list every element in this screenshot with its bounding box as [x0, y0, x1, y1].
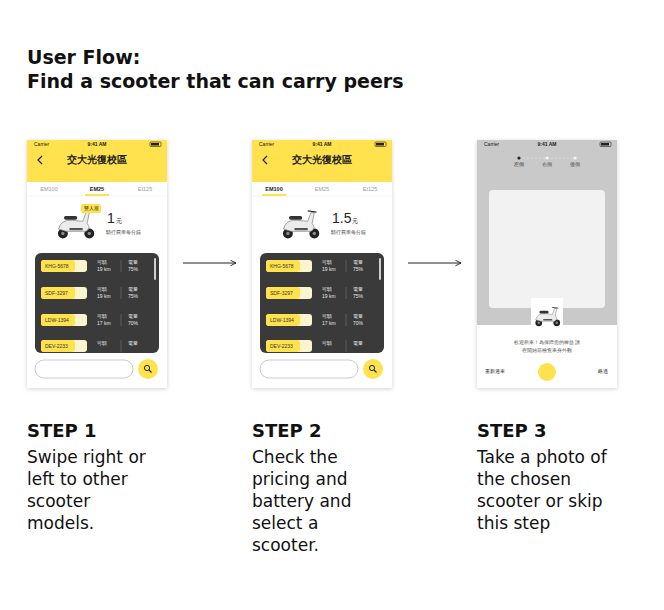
- model-tab: EI125: [105, 186, 185, 192]
- battery-value: 75%: [128, 267, 138, 273]
- plate-number: SDF-3297: [45, 291, 68, 297]
- reselect-button: 重新選車: [485, 369, 505, 375]
- battery-value: 75%: [128, 294, 138, 300]
- range-value: 19 km: [322, 267, 336, 273]
- subtitle: Find a scooter that can carry peers: [27, 70, 627, 93]
- range-label: 可騎: [97, 287, 107, 293]
- price-value: 1.5: [332, 210, 351, 226]
- phone-screen: Carrier 9:41 AM 左側 右側 後側歡迎租車！為保障您的權益 請在開始前檢查…: [477, 140, 617, 388]
- range-value: 17 km: [322, 321, 336, 327]
- range-value: 19 km: [97, 294, 111, 300]
- range-label: 可騎: [322, 341, 332, 347]
- status-time: 9:41 AM: [282, 142, 362, 148]
- step-description: Check the pricing and battery and select…: [252, 446, 384, 556]
- range-label: 可騎: [322, 314, 332, 320]
- step-description: Take a photo of the chosen scooter or sk…: [477, 446, 609, 534]
- range-label: 可騎: [322, 260, 332, 266]
- status-time: 9:41 AM: [507, 142, 587, 148]
- phone-screen: Carrier9:41 AM交大光復校區EM100EM25EI1251.5元騎行…: [252, 140, 392, 388]
- diagram-title: User Flow:: [27, 46, 140, 68]
- status-carrier: Carrier: [259, 142, 274, 148]
- step-heading: STEP 2: [252, 420, 392, 442]
- battery-value: 75%: [353, 267, 363, 273]
- instruction-text: 歡迎租車！為保障您的權益 請在開始前檢查車身外觀: [513, 339, 581, 354]
- step-dot-label: 後側: [565, 162, 585, 167]
- skip-button: 略過: [598, 369, 608, 375]
- battery-value: 70%: [128, 321, 138, 327]
- model-tab: EM100: [234, 186, 314, 192]
- price-note: 騎行費率每分鐘: [331, 230, 366, 236]
- battery-label: 電量: [353, 260, 363, 266]
- screen-title: 交大光復校區: [57, 154, 137, 166]
- battery-label: 電量: [353, 341, 363, 347]
- range-label: 可騎: [97, 260, 107, 266]
- model-tab: EM100: [9, 186, 89, 192]
- flow-arrow: [183, 263, 236, 264]
- step-heading: STEP 1: [27, 420, 167, 442]
- battery-value: 70%: [353, 321, 363, 327]
- step-heading: STEP 3: [477, 420, 617, 442]
- step-description: Swipe right or left to other scooter mod…: [27, 446, 159, 534]
- model-tab: EM25: [57, 186, 137, 192]
- price-unit: 元: [352, 218, 358, 225]
- range-value: 19 km: [97, 267, 111, 273]
- phone-screen: Carrier9:41 AM交大光復校區EM100EM25EI125雙人座1元騎…: [27, 140, 167, 388]
- price-value: 1: [107, 210, 115, 226]
- plate-number: LDW-1394: [45, 318, 69, 324]
- price-note: 騎行費率每分鐘: [106, 230, 141, 236]
- plate-number: DEV-2233: [45, 344, 68, 350]
- battery-label: 電量: [128, 341, 138, 347]
- seat-badge: 雙人座: [81, 206, 101, 212]
- range-label: 可騎: [322, 287, 332, 293]
- status-carrier: Carrier: [34, 142, 49, 148]
- price-unit: 元: [116, 218, 122, 225]
- battery-label: 電量: [128, 287, 138, 293]
- status-carrier: Carrier: [484, 142, 499, 148]
- plate-number: SDF-3297: [270, 291, 293, 297]
- battery-label: 電量: [128, 314, 138, 320]
- plate-number: DEV-2233: [270, 344, 293, 350]
- flow-arrow: [408, 263, 461, 264]
- battery-label: 電量: [353, 287, 363, 293]
- plate-number: KHG-5678: [45, 264, 69, 270]
- battery-label: 電量: [353, 314, 363, 320]
- step-dot-label: 左側: [509, 162, 529, 167]
- status-time: 9:41 AM: [57, 142, 137, 148]
- battery-label: 電量: [128, 260, 138, 266]
- range-value: 19 km: [322, 294, 336, 300]
- range-value: 17 km: [97, 321, 111, 327]
- model-tab: EM25: [282, 186, 362, 192]
- range-label: 可騎: [97, 341, 107, 347]
- model-tab: EI125: [330, 186, 410, 192]
- range-label: 可騎: [97, 314, 107, 320]
- step-dot-label: 右側: [537, 162, 557, 167]
- plate-number: LDW-1394: [270, 318, 294, 324]
- plate-number: KHG-5678: [270, 264, 294, 270]
- battery-value: 75%: [353, 294, 363, 300]
- screen-title: 交大光復校區: [282, 154, 362, 166]
